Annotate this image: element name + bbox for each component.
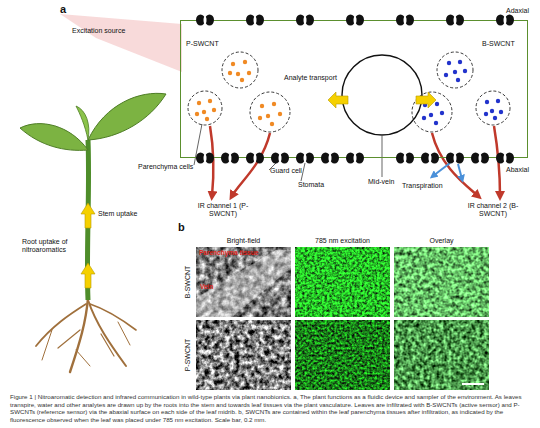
leaf-interior [188, 52, 510, 135]
transpiration-arrows [433, 163, 462, 179]
b-swcnt-dots [422, 60, 503, 125]
surface-label: Abaxial [506, 166, 529, 174]
stoma [296, 153, 314, 164]
stoma [246, 153, 264, 164]
stoma [246, 15, 264, 26]
row-label: B-SWCNT [184, 266, 192, 299]
column-header: Bright-field [227, 237, 260, 245]
leaf [20, 124, 88, 151]
micrograph-image [394, 247, 489, 317]
stomata-top [196, 15, 514, 26]
stoma [321, 153, 339, 164]
mid-vein [342, 55, 422, 135]
stoma [346, 153, 364, 164]
stoma [196, 153, 214, 164]
part-label: Mid-vein [368, 178, 394, 186]
process-label: Transpiration [402, 182, 443, 190]
micrograph-image [394, 320, 489, 390]
sensor-label: P-SWCNT [186, 40, 219, 48]
transport-arrow [328, 92, 348, 108]
channel-label: IR channel 2 (B-SWCNT) [462, 202, 524, 218]
source-label: Excitation source [72, 27, 125, 35]
tissue-label: Parenchyma tissue [199, 249, 258, 256]
parenchyma-cells [188, 52, 510, 132]
stoma [296, 15, 314, 26]
uptake-arrow [81, 203, 95, 228]
row-label: P-SWCNT [184, 339, 192, 372]
transport-arrow [416, 92, 436, 108]
panel-letter: a [60, 3, 66, 16]
micrographs [196, 247, 489, 390]
stoma [496, 153, 514, 164]
leaf-bud [76, 106, 89, 140]
stoma [421, 153, 439, 164]
leaf [88, 93, 166, 140]
vein-region [196, 250, 291, 317]
channel-label: IR channel 1 (P-SWCNT) [192, 202, 254, 218]
micrograph-image [196, 320, 291, 390]
ir-emission-arrows [210, 126, 500, 196]
micrograph-image [295, 247, 390, 317]
stoma [396, 15, 414, 26]
surface-label: Adaxial [506, 7, 529, 15]
stoma [346, 15, 364, 26]
stomata-bottom [196, 153, 514, 164]
micrograph-image [196, 247, 291, 317]
stoma [396, 153, 414, 164]
stoma [271, 153, 289, 164]
column-header: 785 nm excitation [315, 237, 370, 245]
stoma [446, 15, 464, 26]
panel-letter: b [178, 221, 185, 234]
stoma [471, 153, 489, 164]
excitation-beam [60, 14, 182, 72]
sensor-label: B-SWCNT [482, 40, 515, 48]
uptake-label: Stem uptake [98, 210, 137, 218]
uptake-label: Root uptake of nitroaromatics [22, 238, 94, 254]
uptake-arrow [81, 263, 95, 288]
plant-illustration [20, 93, 166, 372]
figure-caption: Figure 1 | Nitroaromatic detection and i… [10, 393, 532, 424]
part-label: Parenchyma cells [138, 163, 193, 171]
process-label: Analyte transport [284, 74, 337, 82]
micrograph-image [295, 320, 390, 390]
micrograph-panel: Parenchyma tissueVein [196, 247, 291, 317]
p-swcnt-dots [195, 60, 282, 126]
column-header: Overlay [429, 237, 453, 245]
leaf-cross-section: AdaxialAbaxial [180, 20, 528, 158]
tissue-label: Vein [200, 283, 213, 290]
scale-bar [462, 383, 484, 385]
stoma [221, 153, 239, 164]
leader-lines [194, 124, 382, 181]
stoma [196, 15, 214, 26]
roots [36, 298, 136, 372]
stoma [446, 153, 464, 164]
part-label: Stomata [298, 181, 324, 189]
part-label: Guard cell [270, 167, 302, 175]
stoma [496, 15, 514, 26]
